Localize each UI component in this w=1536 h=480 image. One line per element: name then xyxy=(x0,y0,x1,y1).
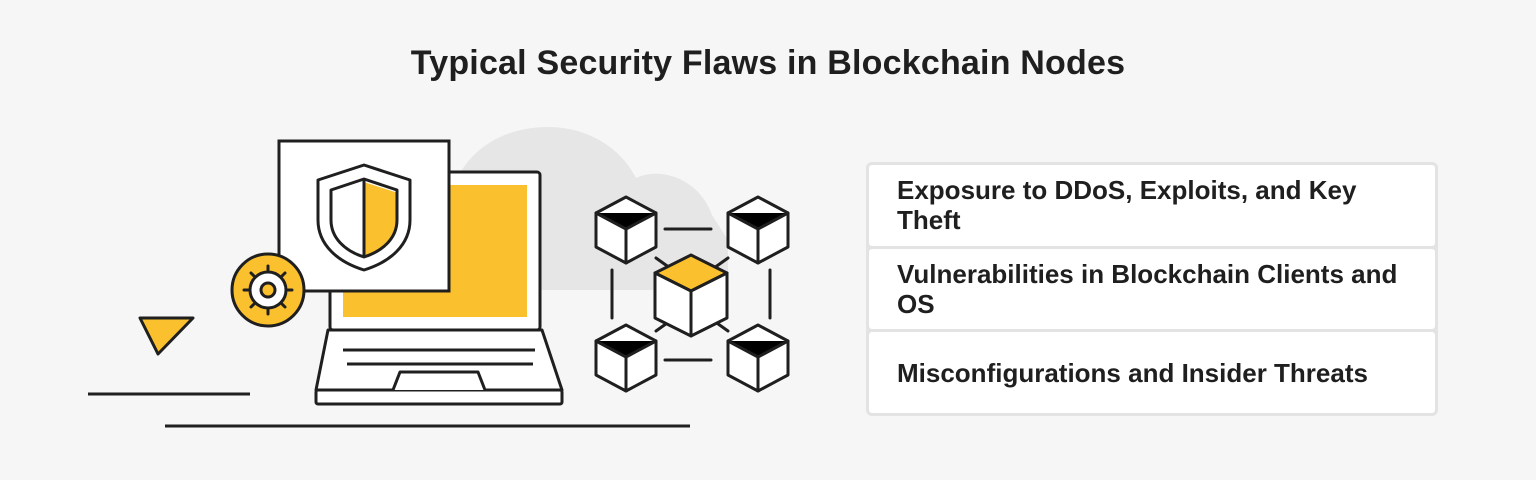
cursor-arrow-icon xyxy=(138,316,195,356)
gear-icon xyxy=(230,252,306,328)
cube-bottom-right xyxy=(726,323,790,393)
list-item: Vulnerabilities in Blockchain Clients an… xyxy=(869,248,1435,330)
cube-center xyxy=(653,253,729,338)
flaws-list: Exposure to DDoS, Exploits, and Key Thef… xyxy=(866,162,1438,416)
cube-bottom-left xyxy=(594,323,658,393)
list-item-label: Misconfigurations and Insider Threats xyxy=(897,357,1368,388)
list-item: Misconfigurations and Insider Threats xyxy=(869,332,1435,414)
blockchain-cubes-icon xyxy=(594,195,790,393)
list-item: Exposure to DDoS, Exploits, and Key Thef… xyxy=(869,165,1435,246)
list-item-label: Vulnerabilities in Blockchain Clients an… xyxy=(897,259,1398,319)
cube-top-right xyxy=(726,195,790,265)
shield-icon xyxy=(316,163,412,272)
shield-window xyxy=(277,139,451,293)
list-item-label: Exposure to DDoS, Exploits, and Key Thef… xyxy=(897,175,1357,236)
page-title: Typical Security Flaws in Blockchain Nod… xyxy=(410,44,1126,82)
cube-top-left xyxy=(594,195,658,265)
illustration xyxy=(88,127,790,428)
